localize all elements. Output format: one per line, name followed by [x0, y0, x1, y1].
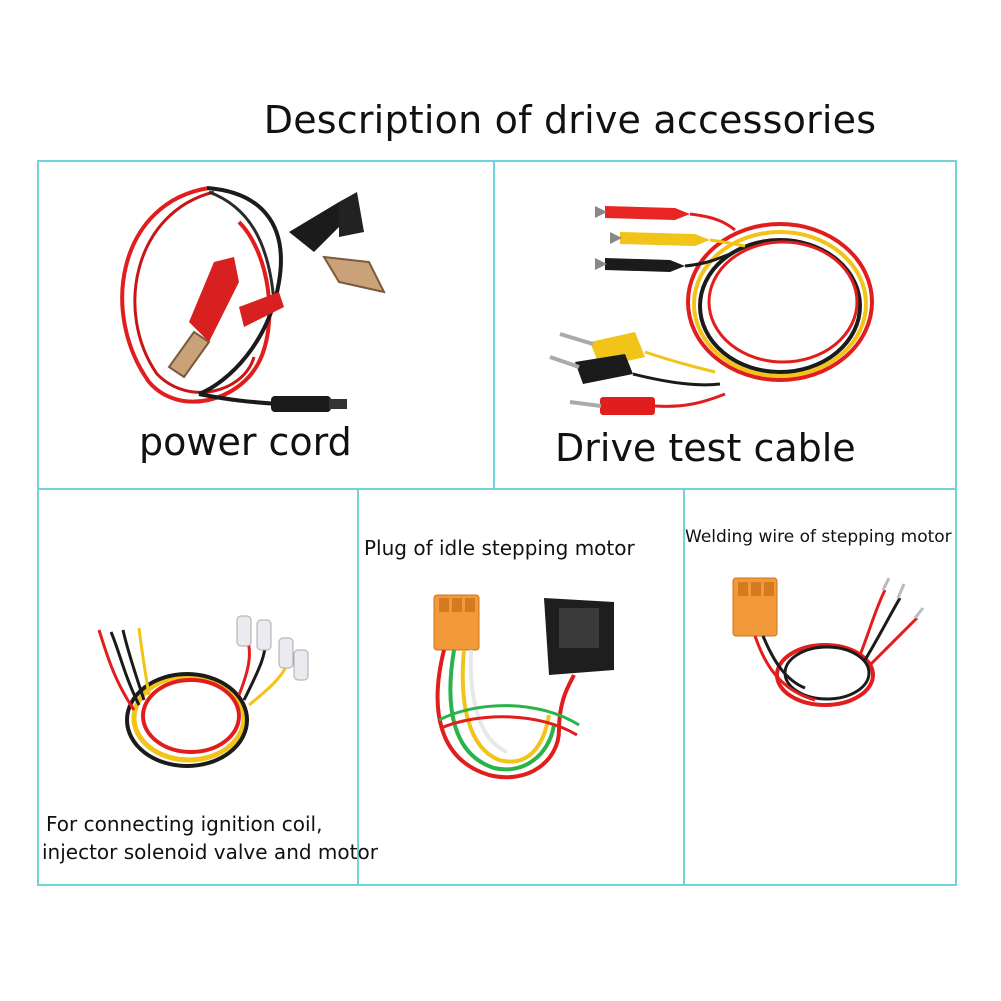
- power-cord-label: power cord: [139, 420, 352, 464]
- grid-line-middle: [37, 488, 957, 490]
- grid-line-bottom: [37, 884, 957, 886]
- drive-test-cable-panel: Drive test cable: [495, 162, 955, 488]
- idle-plug-label: Plug of idle stepping motor: [364, 536, 635, 560]
- grid-line-bottom-divider-2: [683, 488, 685, 886]
- connecting-wire-image: [97, 615, 309, 768]
- grid-line-left: [37, 160, 39, 886]
- drive-test-cable-image: [549, 206, 874, 415]
- grid-line-right: [955, 160, 957, 886]
- page-title: Description of drive accessories: [263, 98, 877, 142]
- welding-wire-panel: Welding wire of stepping motor: [685, 490, 955, 884]
- power-cord-panel: power cord: [39, 162, 493, 488]
- grid-line-bottom-divider-1: [357, 488, 359, 886]
- connecting-wire-panel: For connecting ignition coil, injector s…: [39, 490, 378, 884]
- idle-plug-panel: Plug of idle stepping motor: [359, 490, 683, 884]
- welding-wire-image: [732, 577, 925, 707]
- connecting-wire-label-line2: injector solenoid valve and motor: [42, 840, 378, 864]
- welding-wire-label: Welding wire of stepping motor: [685, 527, 952, 547]
- grid-line-top-divider: [493, 160, 495, 490]
- connecting-wire-label-line1: For connecting ignition coil,: [46, 812, 323, 836]
- idle-plug-image: [433, 594, 614, 780]
- power-cord-image: [120, 186, 386, 412]
- grid-line-top: [37, 160, 957, 162]
- drive-test-cable-label: Drive test cable: [555, 426, 856, 470]
